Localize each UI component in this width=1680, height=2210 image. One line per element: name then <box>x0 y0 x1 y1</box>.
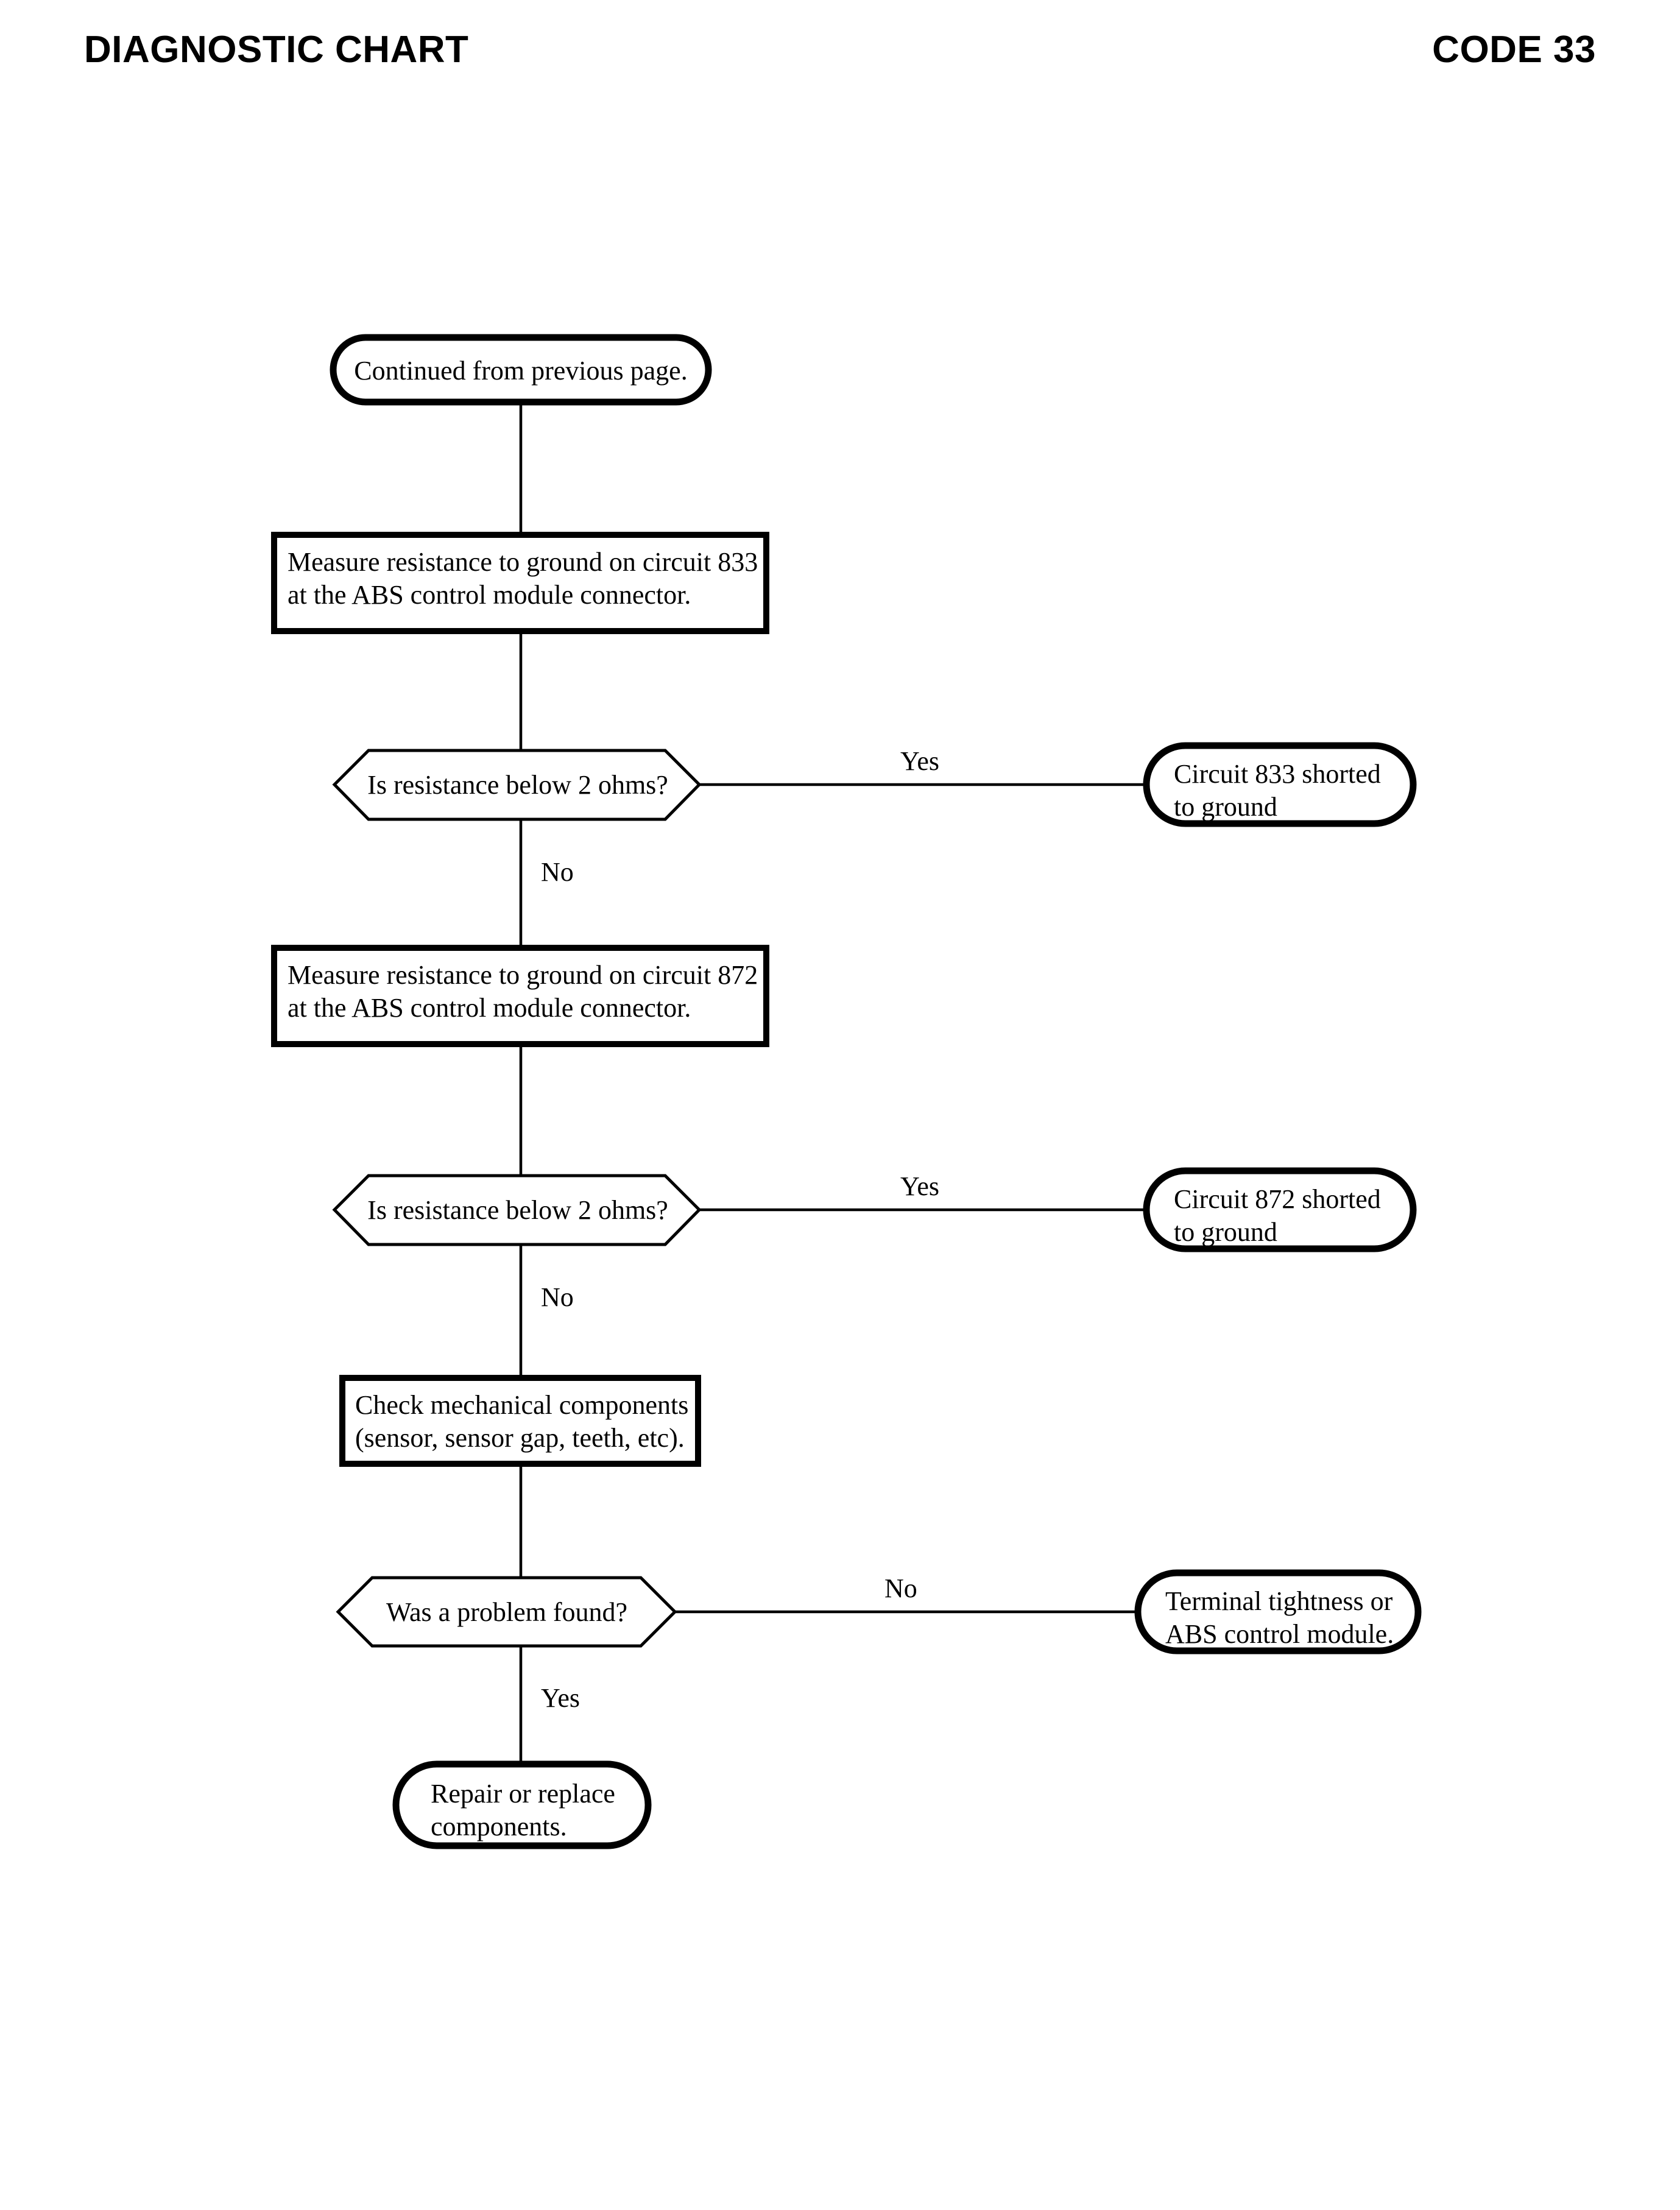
edge-label-no-problemfound: No <box>884 1573 917 1603</box>
node-continued-shape <box>330 334 712 406</box>
edge-label-yes-decision833: Yes <box>900 746 940 776</box>
node-measure872-text: Measure resistance to ground on circuit … <box>288 960 758 1023</box>
node-problemfound-text: Was a problem found? <box>386 1597 627 1627</box>
edge-label-no-decision833: No <box>541 857 574 887</box>
edge-label-yes-decision872: Yes <box>900 1171 940 1201</box>
node-terminal-shape <box>1134 1569 1422 1654</box>
node-measure833-shape <box>271 532 769 634</box>
node-short872-shape <box>1143 1167 1417 1252</box>
node-continued-text: Continued from previous page. <box>354 356 688 386</box>
node-checkmech-text: Check mechanical components (sensor, sen… <box>355 1390 689 1453</box>
node-decision833-shape <box>332 749 702 821</box>
node-decision872-shape <box>332 1174 702 1246</box>
node-measure872-shape <box>271 945 769 1047</box>
code-label: CODE 33 <box>1432 29 1596 71</box>
node-repair-text: Repair or replace components. <box>431 1779 615 1841</box>
node-problemfound-shape <box>336 1576 677 1648</box>
node-repair-shape <box>392 1760 652 1849</box>
node-checkmech-shape <box>339 1375 701 1467</box>
node-terminal-text: Terminal tightness or ABS control module… <box>1165 1586 1394 1649</box>
node-measure833-text: Measure resistance to ground on circuit … <box>288 547 758 610</box>
node-short833-text: Circuit 833 shorted to ground <box>1174 759 1381 822</box>
node-decision872-text: Is resistance below 2 ohms? <box>367 1195 668 1225</box>
node-decision833-text: Is resistance below 2 ohms? <box>367 770 668 800</box>
page-title: DIAGNOSTIC CHART <box>84 29 469 71</box>
edge-label-yes-problemfound: Yes <box>541 1683 581 1713</box>
edge-label-no-decision872: No <box>541 1282 574 1312</box>
node-short833-shape <box>1143 742 1417 827</box>
node-short872-text: Circuit 872 shorted to ground <box>1174 1184 1381 1247</box>
